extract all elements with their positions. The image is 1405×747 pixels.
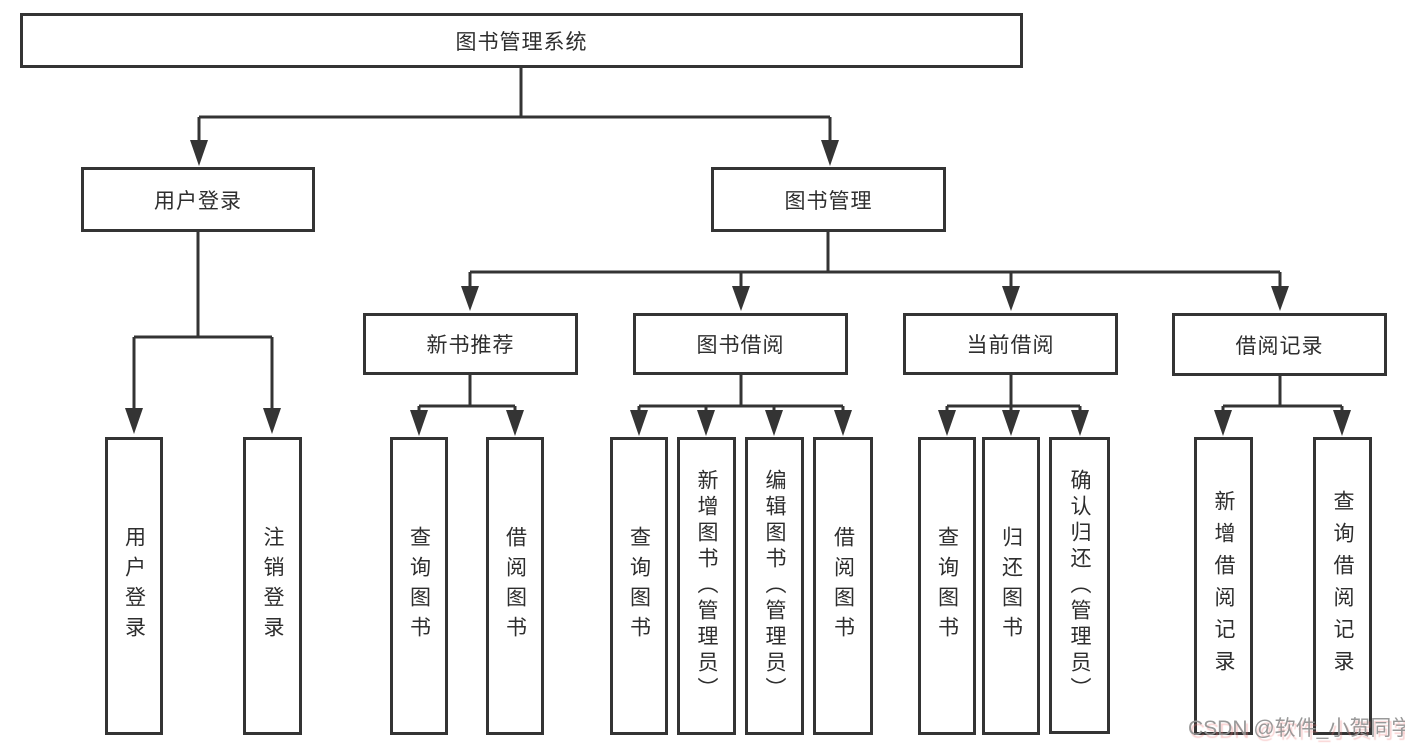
leaf-newbooks-borrow: 借阅图书 bbox=[486, 437, 544, 735]
leaf-borrowing-borrow-label: 借阅图书 bbox=[831, 526, 855, 646]
leaf-current-confirm-admin: 确认归还（管理员） bbox=[1049, 437, 1110, 734]
node-borrow-records: 借阅记录 bbox=[1172, 313, 1387, 376]
leaf-newbooks-borrow-label: 借阅图书 bbox=[503, 526, 527, 646]
leaf-newbooks-query: 查询图书 bbox=[390, 437, 448, 735]
connector-bookmgmt-to-level3 bbox=[461, 232, 1289, 311]
leaf-current-return-label: 归还图书 bbox=[999, 526, 1023, 646]
leaf-records-query: 查询借阅记录 bbox=[1313, 437, 1372, 735]
leaf-records-add-label: 新增借阅记录 bbox=[1212, 490, 1235, 682]
leaf-current-query: 查询图书 bbox=[918, 437, 976, 735]
node-book-management: 图书管理 bbox=[711, 167, 946, 232]
leaf-current-return: 归还图书 bbox=[982, 437, 1040, 735]
connector-borrowing-to-leaves bbox=[630, 374, 852, 436]
node-borrow-records-label: 借阅记录 bbox=[1235, 334, 1324, 358]
leaf-current-query-label: 查询图书 bbox=[935, 526, 959, 646]
node-user-login-label: 用户登录 bbox=[154, 189, 242, 213]
connector-root-to-level2 bbox=[190, 68, 839, 166]
leaf-logout: 注销登录 bbox=[243, 437, 302, 735]
node-book-borrowing: 图书借阅 bbox=[633, 313, 848, 375]
connector-newbooks-to-leaves bbox=[410, 374, 524, 436]
leaf-user-login-label: 用户登录 bbox=[122, 526, 146, 646]
csdn-watermark: CSDN @软件_小贺同学 bbox=[1188, 717, 1405, 740]
connector-userlogin-to-leaves bbox=[125, 232, 281, 434]
node-current-borrowing: 当前借阅 bbox=[903, 313, 1118, 375]
leaf-borrowing-query-label: 查询图书 bbox=[627, 526, 651, 646]
leaf-logout-label: 注销登录 bbox=[261, 526, 284, 646]
node-new-book-recommend: 新书推荐 bbox=[363, 313, 578, 375]
node-book-management-label: 图书管理 bbox=[784, 189, 873, 213]
leaf-current-confirm-admin-label: 确认归还（管理员） bbox=[1068, 468, 1091, 703]
leaf-newbooks-query-label: 查询图书 bbox=[407, 526, 431, 646]
node-current-borrowing-label: 当前借阅 bbox=[966, 334, 1055, 357]
leaf-borrowing-edit-admin-label: 编辑图书（管理员） bbox=[763, 469, 786, 703]
leaf-borrowing-query: 查询图书 bbox=[610, 437, 668, 735]
leaf-user-login: 用户登录 bbox=[105, 437, 163, 735]
node-user-login: 用户登录 bbox=[81, 167, 315, 232]
node-root-label: 图书管理系统 bbox=[455, 30, 588, 54]
node-root-system: 图书管理系统 bbox=[20, 13, 1023, 68]
leaf-records-query-label: 查询借阅记录 bbox=[1331, 490, 1354, 682]
connector-records-to-leaves bbox=[1214, 374, 1351, 436]
node-book-borrowing-label: 图书借阅 bbox=[696, 334, 785, 357]
leaf-borrowing-edit-admin: 编辑图书（管理员） bbox=[745, 437, 804, 735]
leaf-borrowing-add-admin: 新增图书（管理员） bbox=[677, 437, 736, 735]
leaf-borrowing-add-admin-label: 新增图书（管理员） bbox=[695, 469, 718, 703]
leaf-borrowing-borrow: 借阅图书 bbox=[813, 437, 873, 735]
leaf-records-add: 新增借阅记录 bbox=[1194, 437, 1253, 735]
node-new-book-recommend-label: 新书推荐 bbox=[426, 334, 515, 357]
connector-current-to-leaves bbox=[938, 374, 1089, 436]
